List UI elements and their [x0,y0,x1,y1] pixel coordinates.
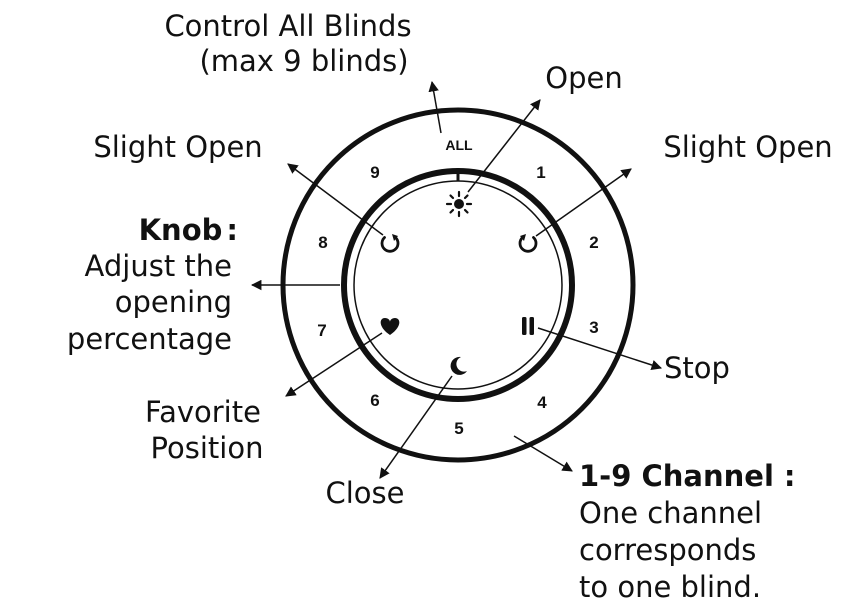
moon-icon[interactable] [450,356,467,375]
label-channel-line3: to one blind. [579,570,761,604]
label-knob-line3: percentage [67,322,232,356]
label-slight-open-left: Slight Open [93,130,262,164]
arrow-slight-open-right [535,168,632,237]
label-channel-title: 1-9 Channel: [579,459,796,493]
channel-numbers: 1 2 3 4 5 6 7 8 9 [317,163,598,438]
knob-title-colon: : [226,213,238,247]
rotate-left-icon[interactable] [380,234,400,253]
label-control-all-line2: (max 9 blinds) [199,44,408,78]
channel-6[interactable]: 6 [370,391,379,410]
channel-1[interactable]: 1 [536,163,545,182]
channel-3[interactable]: 3 [589,318,598,337]
label-knob-line2: opening [115,285,232,319]
channel-4[interactable]: 4 [537,393,547,412]
channel-title-text: 1-9 Channel [579,459,774,493]
channel-9[interactable]: 9 [370,163,379,182]
arrow-control-all [428,80,442,134]
label-knob-title: Knob: [139,213,238,247]
rotate-right-icon[interactable] [518,234,538,253]
label-favorite-line2: Position [151,431,264,465]
label-control-all-line1: Control All Blinds [164,9,411,43]
pause-icon[interactable] [522,317,534,335]
knob-title-word: Knob [139,213,223,247]
channel-7[interactable]: 7 [317,321,326,340]
label-stop: Stop [664,351,730,385]
sun-icon[interactable] [445,190,473,218]
arrow-channel [513,435,573,472]
channel-8[interactable]: 8 [318,233,327,252]
label-open: Open [545,61,622,95]
arrow-close [379,375,453,479]
arrow-stop [537,327,662,371]
label-knob-line1: Adjust the [85,249,232,283]
label-channel-line1: One channel [579,496,762,530]
channel-title-colon: : [784,459,796,493]
arrow-slight-open-left [287,163,384,236]
all-button[interactable]: ALL [445,137,473,153]
arrow-open [467,99,541,193]
label-channel-line2: corresponds [579,533,756,567]
arrow-favorite [285,332,383,397]
heart-icon[interactable] [380,318,400,335]
label-slight-open-right: Slight Open [663,130,832,164]
label-close: Close [326,476,405,510]
callout-arrows [250,80,662,479]
channel-5[interactable]: 5 [454,419,463,438]
channel-2[interactable]: 2 [589,233,598,252]
label-favorite-line1: Favorite [145,395,261,429]
